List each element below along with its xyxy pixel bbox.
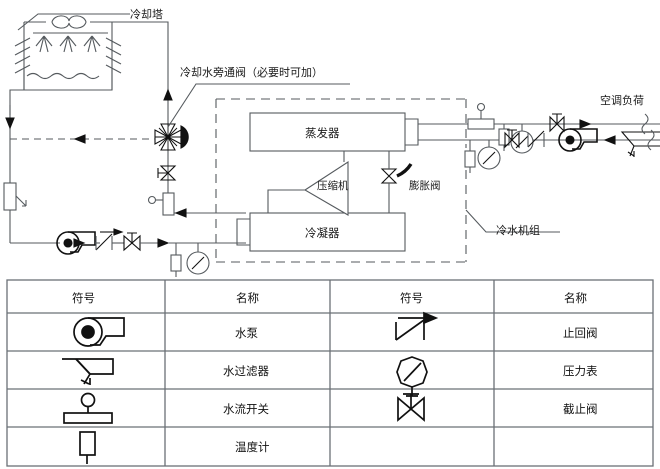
break-symbol-return xyxy=(647,129,655,151)
label-cooling-tower: 冷却塔 xyxy=(130,8,163,21)
legend-table-graphic xyxy=(6,279,654,467)
pressure-gauge-condenser-in xyxy=(186,243,210,275)
water-filter-chw-return xyxy=(620,131,660,157)
legend-pressure-gauge-symbol xyxy=(396,356,428,397)
chilled-water-pump xyxy=(558,128,598,152)
flow-switch-chw-supply xyxy=(467,102,495,130)
check-valve-cooling-supply xyxy=(95,228,124,251)
cooling-water-return-pipe xyxy=(9,89,24,243)
flow-switch-return xyxy=(147,192,175,216)
legend-name-flow-switch: 水流开关 xyxy=(223,402,269,416)
label-bypass-valve: 冷却水旁通阀（必要时可加） xyxy=(180,66,323,79)
label-chiller-unit: 冷水机组 xyxy=(496,224,540,237)
legend-header-symbol-1: 符号 xyxy=(72,291,95,305)
leader-cooling-tower xyxy=(17,13,130,31)
label-compressor: 压缩机 xyxy=(317,180,349,192)
flow-arrow-down xyxy=(5,117,15,130)
stop-valve-cooling-supply xyxy=(123,232,141,252)
water-filter-inline-left xyxy=(3,182,27,211)
stop-valve-chw-supply xyxy=(549,113,565,133)
legend-thermometer-symbol xyxy=(79,431,96,464)
legend-name-pressure-gauge: 压力表 xyxy=(563,364,598,378)
condenser-vessel xyxy=(236,212,406,252)
pressure-gauge-chw-supply xyxy=(510,124,534,154)
leader-chiller-unit xyxy=(465,209,560,233)
legend-name-water-filter: 水过滤器 xyxy=(223,364,269,378)
label-ac-load: 空调负荷 xyxy=(600,94,644,107)
three-way-motorized-valve xyxy=(154,123,189,151)
legend-name-check-valve: 止回阀 xyxy=(563,326,598,340)
chiller-unit-boundary xyxy=(215,98,467,263)
legend-header-name-2: 名称 xyxy=(564,291,587,305)
label-expansion-valve: 膨胀阀 xyxy=(409,180,441,192)
legend-name-water-pump: 水泵 xyxy=(235,326,258,340)
cooling-tower-graphic xyxy=(14,15,122,91)
legend-water-filter-symbol xyxy=(62,358,114,385)
compressor xyxy=(267,151,349,216)
legend-flow-switch-symbol xyxy=(63,392,113,424)
break-symbol-supply xyxy=(641,113,649,135)
legend-name-thermometer: 温度计 xyxy=(235,440,270,454)
legend-header-symbol-2: 符号 xyxy=(400,291,423,305)
cooling-water-pump xyxy=(56,231,96,255)
thermometer-chw-return xyxy=(464,140,476,173)
legend-stop-valve-symbol xyxy=(397,393,425,422)
flow-arrow-up xyxy=(163,88,173,101)
legend-symbols xyxy=(62,311,439,464)
cooling-water-return-to-tower xyxy=(112,21,246,214)
check-valve-chw-return xyxy=(527,130,545,148)
leader-bypass-valve xyxy=(167,83,350,128)
legend-water-pump-symbol xyxy=(73,317,125,347)
thermometer-condenser-in xyxy=(170,243,182,277)
legend-header-name-1: 名称 xyxy=(236,291,259,305)
legend-name-stop-valve: 截止阀 xyxy=(563,402,598,416)
expansion-valve xyxy=(380,151,413,213)
label-condenser: 冷凝器 xyxy=(305,226,340,240)
evaporator-vessel xyxy=(249,112,432,152)
label-evaporator: 蒸发器 xyxy=(305,126,340,140)
legend-check-valve-symbol xyxy=(395,311,439,341)
thermometer-chw-supply xyxy=(498,124,510,151)
stop-valve-chw-return xyxy=(504,129,520,149)
stop-valve-return-riser xyxy=(157,165,177,181)
pressure-gauge-chw-return xyxy=(477,140,501,170)
